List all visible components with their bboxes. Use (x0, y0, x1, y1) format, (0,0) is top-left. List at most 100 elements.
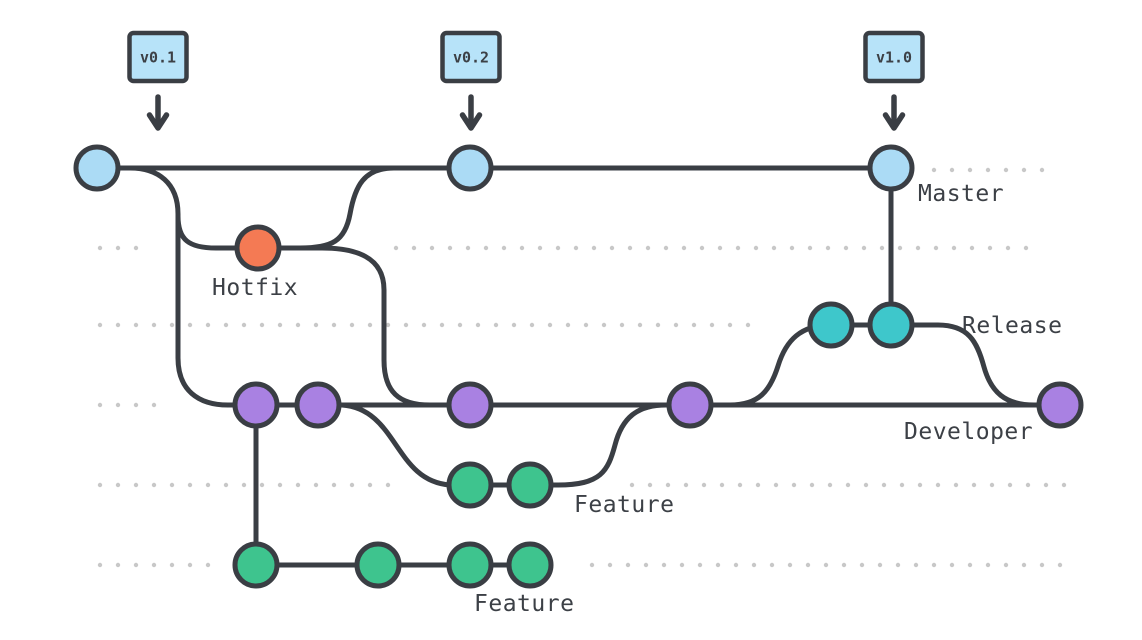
dotted-guide-dot (1005, 245, 1011, 251)
dotted-guide-dot (385, 482, 391, 488)
dotted-guide-dot (823, 562, 829, 568)
dotted-guide-dot (205, 322, 211, 328)
feature-commit-node (506, 541, 554, 589)
dotted-guide-dot (241, 482, 247, 488)
dotted-guide-dot (475, 322, 481, 328)
dotted-guide-dot (115, 562, 121, 568)
dotted-guide-dot (755, 482, 761, 488)
dotted-guide-dot (205, 482, 211, 488)
dotted-guide-dot (169, 322, 175, 328)
dotted-guide-dot (807, 245, 813, 251)
dotted-guide-dot (917, 482, 923, 488)
dotted-guide-dot (691, 322, 697, 328)
dotted-guide-dot (367, 482, 373, 488)
dotted-guide-dot (1057, 562, 1063, 568)
hotfix-merge-to-master (297, 165, 397, 251)
dotted-guide-dot (187, 482, 193, 488)
down-arrow-icon (459, 112, 483, 131)
dotted-guide-dot (681, 245, 687, 251)
dotted-guide-dot (223, 482, 229, 488)
dotted-guide-dot (861, 245, 867, 251)
dotted-guide-dot (717, 245, 723, 251)
dotted-guide-dot (735, 245, 741, 251)
dotted-guide-dot (751, 562, 757, 568)
dotted-guide-dot (393, 245, 399, 251)
dotted-guide-dot (411, 245, 417, 251)
dotted-guide-dot (825, 245, 831, 251)
dotted-guide-dot (493, 322, 499, 328)
dotted-guide-dot (133, 562, 139, 568)
feature-commit-node (506, 461, 554, 509)
dotted-guide-dot (971, 482, 977, 488)
dotted-guide-dot (1025, 482, 1031, 488)
feature-commit-node (446, 541, 494, 589)
dotted-guide-dot (933, 245, 939, 251)
feature-commit-node (354, 541, 402, 589)
dotted-guide-dot (859, 562, 865, 568)
dotted-guide-dot (967, 562, 973, 568)
version-tag-label: v1.0 (876, 48, 912, 66)
master-commit-node (73, 144, 121, 192)
dotted-guide-dot (187, 322, 193, 328)
version-tag-label: v0.2 (453, 48, 489, 66)
dotted-guide-dot (985, 167, 991, 173)
branch-label-master: Master (918, 181, 1004, 207)
dotted-guide-dot (457, 322, 463, 328)
dotted-guide-dot (97, 322, 103, 328)
dotted-guide-dot (769, 562, 775, 568)
dotted-guide-dot (537, 245, 543, 251)
dotted-guide-dot (715, 562, 721, 568)
dotted-guide-dot (295, 322, 301, 328)
dotted-guide-dot (589, 562, 595, 568)
dotted-guide-dot (501, 245, 507, 251)
dotted-guide-dot (1039, 167, 1045, 173)
dotted-guide-dot (259, 322, 265, 328)
dotted-guide-dot (629, 482, 635, 488)
dotted-guide-dot (1061, 482, 1067, 488)
dotted-guide-dot (277, 482, 283, 488)
dotted-guide-dot (295, 482, 301, 488)
dotted-guide-dot (789, 245, 795, 251)
dotted-guide-dot (841, 562, 847, 568)
dotted-guide-dot (985, 562, 991, 568)
dotted-guide-dot (645, 245, 651, 251)
dotted-guide-dot (719, 482, 725, 488)
dotted-guide-dot (863, 482, 869, 488)
dotted-guide-dot (895, 562, 901, 568)
dotted-guide-dot (529, 322, 535, 328)
down-arrow-icon (882, 112, 906, 131)
dotted-guide-dot (673, 322, 679, 328)
dotted-guide-dot (151, 562, 157, 568)
dotted-guide-dot (565, 322, 571, 328)
hotfix-commit-node (234, 224, 282, 272)
dotted-guide-dot (771, 245, 777, 251)
dotted-guide-dot (1043, 482, 1049, 488)
dotted-guide-dot (367, 322, 373, 328)
dotted-guide-dot (625, 562, 631, 568)
branch-label-hotfix: Hotfix (212, 275, 298, 301)
master-to-developer (127, 165, 1063, 408)
dotted-guide-dot (843, 245, 849, 251)
dotted-guide-dot (115, 245, 121, 251)
developer-commit-node (446, 381, 494, 429)
dotted-guide-dot (897, 245, 903, 251)
version-tag-label: v0.1 (140, 48, 176, 66)
dotted-guide-dot (115, 482, 121, 488)
dotted-guide-dot (915, 245, 921, 251)
dotted-guide-dot (1021, 562, 1027, 568)
dotted-guide-dot (699, 245, 705, 251)
dotted-guide-dot (931, 167, 937, 173)
dotted-guide-dot (277, 322, 283, 328)
release-commit-node (807, 301, 855, 349)
dotted-guide-dot (133, 482, 139, 488)
dotted-guide-dot (805, 562, 811, 568)
dotted-guide-dot (241, 322, 247, 328)
dotted-guide-dot (665, 482, 671, 488)
dotted-guide-dot (627, 245, 633, 251)
dotted-guide-dot (133, 245, 139, 251)
dotted-guide-dot (169, 562, 175, 568)
branch-label-feature: Feature (574, 492, 674, 518)
dotted-guide-dot (663, 245, 669, 251)
dotted-guide-dot (1003, 562, 1009, 568)
